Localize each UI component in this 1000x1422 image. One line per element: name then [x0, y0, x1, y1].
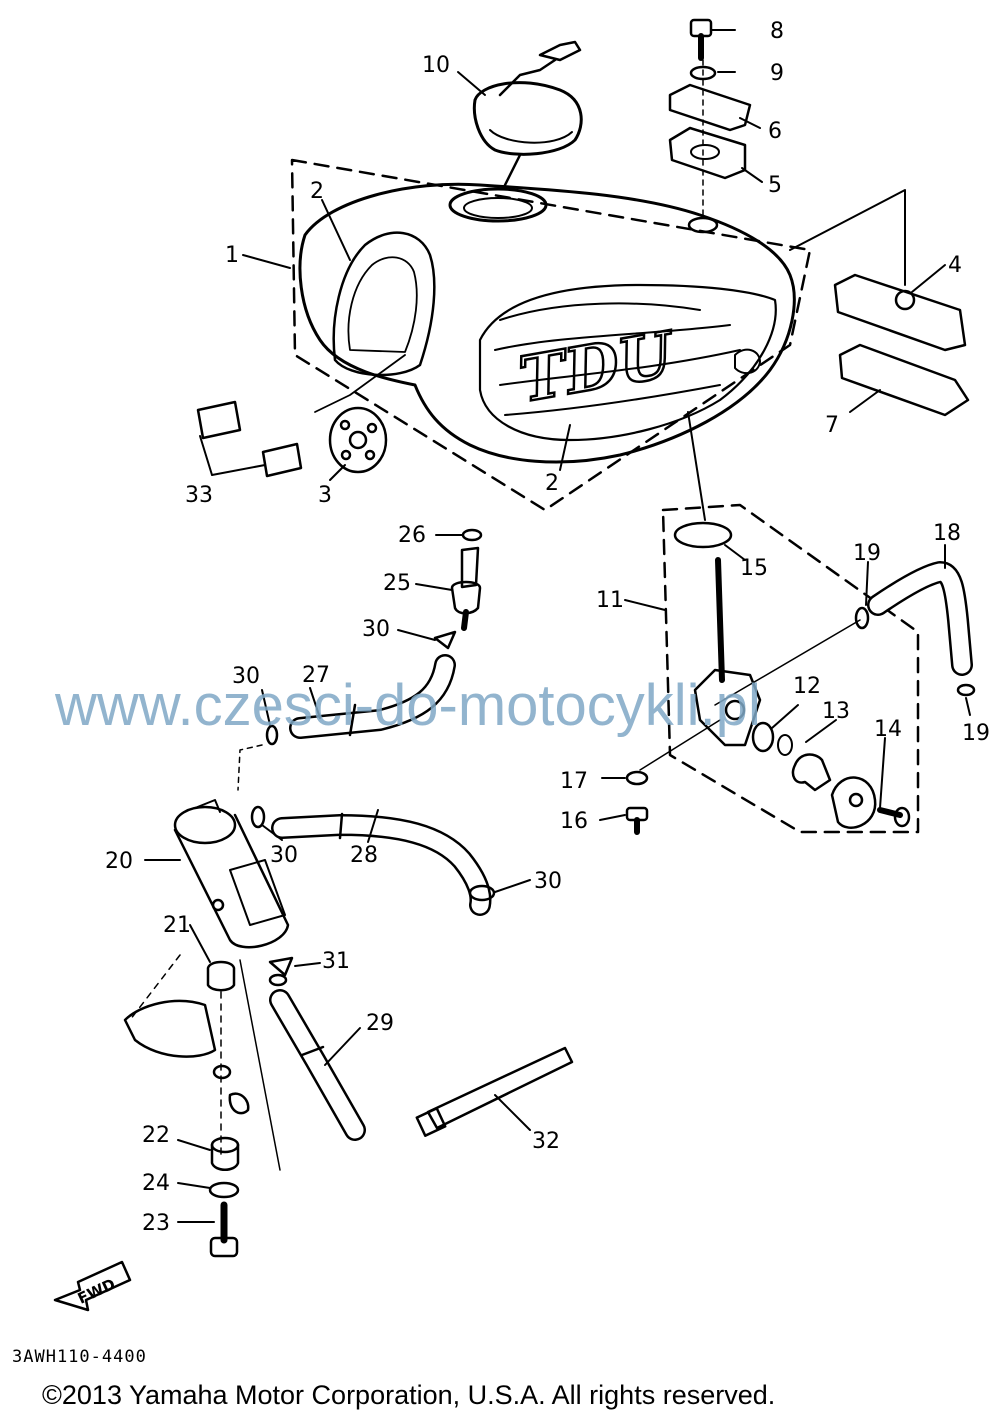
clip-30-d-shape	[468, 884, 496, 902]
callout-o-ring: 15	[740, 556, 768, 581]
clip-26-shape	[461, 528, 483, 542]
screw-14-shape	[877, 806, 911, 828]
callout-pump-washer: 24	[142, 1171, 170, 1196]
diagram-code: 3AWH110-4400	[12, 1347, 147, 1367]
washer-24-shape	[208, 1181, 240, 1199]
band-32-shape	[415, 1046, 574, 1137]
oring-15-shape	[673, 521, 733, 549]
tank-graphic-text: TDU	[514, 317, 682, 416]
clip-30-a-shape	[433, 630, 457, 650]
callout-collar: 22	[142, 1123, 170, 1148]
lever-13-shape	[791, 753, 832, 792]
fwd-arrow	[53, 1260, 132, 1312]
callout-drain-bolt: 16	[560, 809, 588, 834]
callout-clip-upper: 19	[853, 541, 881, 566]
callout-bolt: 8	[770, 19, 784, 44]
callout-fuel-hose: 18	[933, 521, 961, 546]
watermark: www.czesci-do-motocykli.pl	[54, 673, 761, 738]
callout-pump-bolt: 23	[142, 1211, 170, 1236]
callout-fuel-tank-assy: 1	[225, 243, 239, 268]
callout-breather-hose: 29	[366, 1011, 394, 1036]
emblem-33-a	[196, 400, 242, 440]
fuel-cock-outline	[661, 503, 920, 834]
callout-fuel-cap: 10	[422, 53, 450, 78]
callout-fuel-cock-assy: 11	[596, 588, 624, 613]
callout-lever: 13	[822, 699, 850, 724]
fuel-pump-shape	[173, 799, 290, 949]
damper-5-shape	[668, 126, 747, 180]
collar-22-shape	[210, 1136, 240, 1171]
drain-bolt-16-shape	[625, 806, 649, 835]
callout-clip-a: 30	[362, 617, 390, 642]
clip-19-upper-shape	[854, 606, 870, 630]
callout-graphic-right: 2	[545, 471, 559, 496]
callout-graphic-left: 2	[310, 179, 324, 204]
callout-hose-long: 28	[350, 843, 378, 868]
bracket-4-shape	[833, 273, 967, 352]
gasket-12-shape	[751, 721, 775, 753]
callout-washer: 9	[770, 61, 784, 86]
callout-hose-short: 27	[302, 663, 330, 688]
callout-emblem-set: 33	[185, 483, 213, 508]
emblem-33-b	[261, 442, 303, 478]
fuel-cap-shape	[472, 40, 583, 187]
callout-fuel-filter: 25	[383, 571, 411, 596]
filter-25-shape	[450, 546, 482, 631]
clip-30-b-shape	[265, 724, 279, 746]
callout-clip-pump: 31	[322, 949, 350, 974]
callout-damper-pump: 21	[163, 913, 191, 938]
bolt-23-shape	[209, 1201, 239, 1258]
callout-plate: 6	[768, 119, 782, 144]
callout-clip-b: 30	[232, 664, 260, 689]
callout-screw: 14	[874, 717, 902, 742]
pad-7-shape	[838, 343, 970, 417]
gasket-17-shape	[625, 770, 649, 786]
callout-clip-right: 19	[962, 721, 990, 746]
callout-filter-clip: 26	[398, 523, 426, 548]
callout-clip-d: 30	[534, 869, 562, 894]
callout-damper-mount: 5	[768, 173, 782, 198]
callout-clip-c: 30	[270, 843, 298, 868]
copyright: ©2013 Yamaha Motor Corporation, U.S.A. A…	[42, 1380, 775, 1410]
callout-damper: 3	[318, 483, 332, 508]
callout-band: 32	[532, 1129, 560, 1154]
clip-31-shape	[268, 956, 294, 977]
clip-30-c-shape	[250, 805, 266, 829]
clip-19-right-shape	[956, 683, 976, 697]
plate-6-shape	[668, 83, 752, 132]
damper-21-shape	[206, 960, 236, 1161]
callout-drain-gasket: 17	[560, 769, 588, 794]
fuel-cock-shape	[693, 557, 762, 747]
callout-bracket-pad: 7	[825, 413, 839, 438]
callout-gasket: 12	[793, 674, 821, 699]
callout-bracket-rear: 4	[948, 253, 962, 278]
callout-labels: 1223456789101112131415161718191920212223…	[105, 19, 990, 1236]
bolt-8-shape	[689, 18, 713, 61]
callout-fuel-pump: 20	[105, 849, 133, 874]
washer-9-shape	[689, 65, 717, 81]
tank-assy-outline	[290, 158, 812, 512]
fuel-tank-shape	[298, 182, 796, 464]
damper-3-shape	[328, 406, 388, 474]
frame-piece	[123, 999, 217, 1058]
hose-28-shape	[271, 814, 492, 916]
